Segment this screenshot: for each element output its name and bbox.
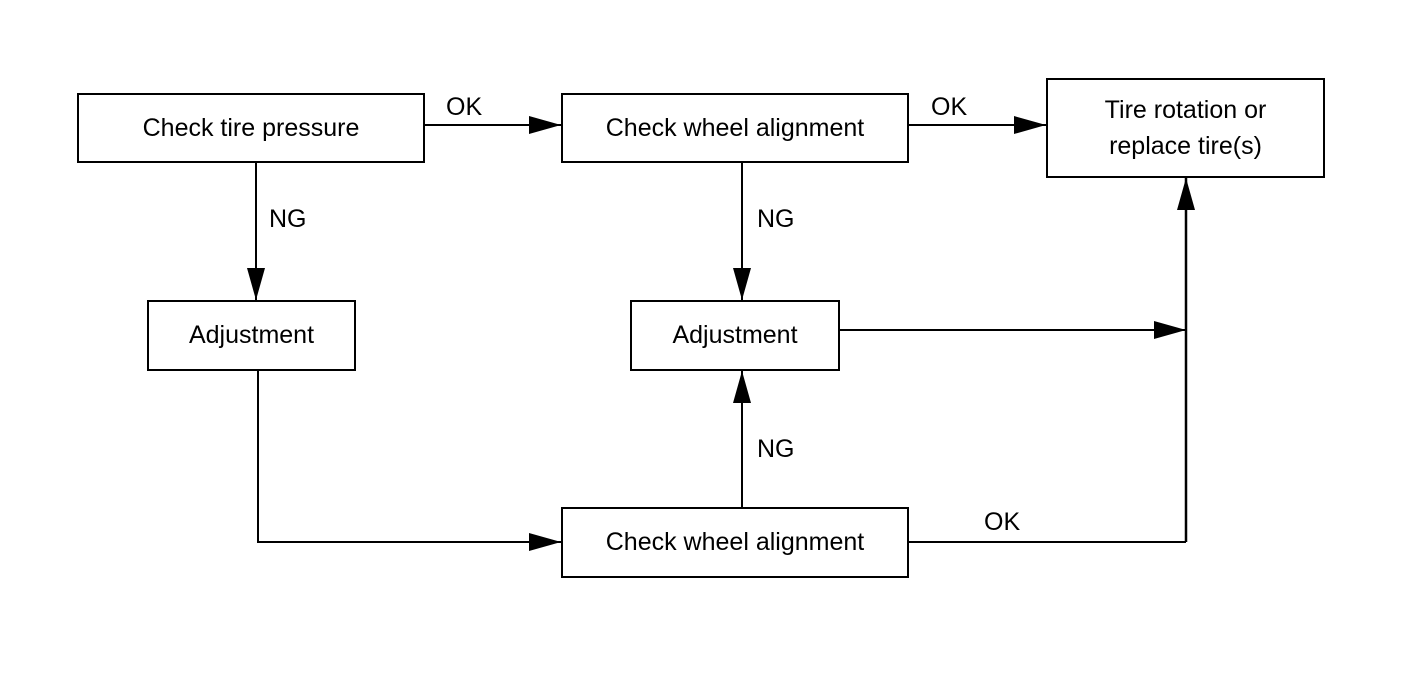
check-wheel-alignment-top-box: Check wheel alignment xyxy=(561,93,909,163)
adjustment-left-box: Adjustment xyxy=(147,300,356,371)
edge-adjustment-to-bottom-alignment xyxy=(257,371,561,551)
check-wheel-alignment-bottom-label: Check wheel alignment xyxy=(605,528,865,557)
check-wheel-alignment-bottom-box: Check wheel alignment xyxy=(561,507,909,578)
adjustment-left-label: Adjustment xyxy=(188,321,315,350)
check-wheel-alignment-top-label: Check wheel alignment xyxy=(605,113,865,142)
edge-label-ng-tire-to-adjustment: NG xyxy=(269,205,307,233)
edge-label-ok-tire-to-alignment: OK xyxy=(446,93,483,121)
edge-label-ng-alignment-to-adjustment: NG xyxy=(757,205,795,233)
edge-label-ng-bottom-alignment-to-adjustment: NG xyxy=(757,435,795,463)
tire-rotation-line-2: replace tire(s) xyxy=(1109,132,1262,160)
edge-label-ok-alignment-to-rotation: OK xyxy=(931,93,968,121)
tire-rotation-text: Tire rotation or replace tire(s) xyxy=(1105,92,1267,165)
adjustment-middle-label: Adjustment xyxy=(672,321,798,350)
tire-rotation-line-1: Tire rotation or xyxy=(1104,95,1267,124)
adjustment-middle-box: Adjustment xyxy=(630,300,840,371)
check-tire-pressure-box: Check tire pressure xyxy=(77,93,425,163)
check-tire-pressure-label: Check tire pressure xyxy=(142,113,360,142)
edge-label-ok-bottom-alignment-to-rotation: OK xyxy=(984,508,1021,536)
tire-rotation-box: Tire rotation or replace tire(s) xyxy=(1046,78,1325,178)
